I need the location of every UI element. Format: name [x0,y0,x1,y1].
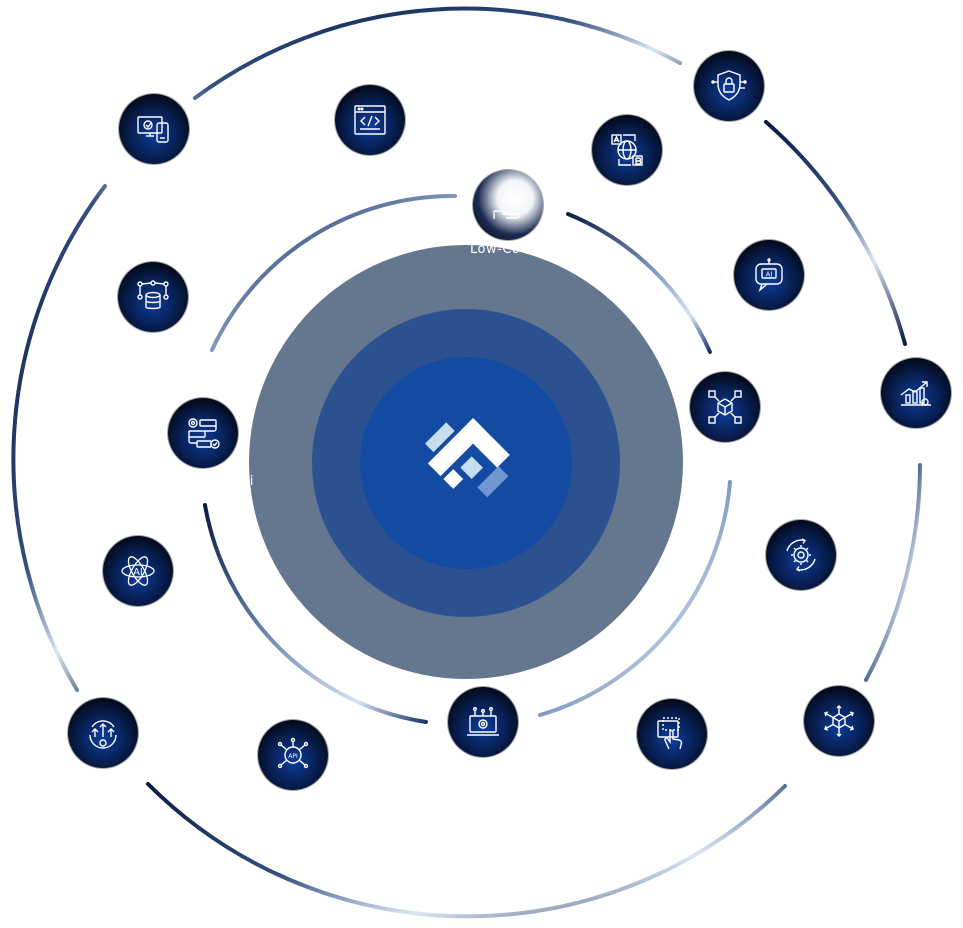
node-data-network[interactable] [118,262,188,332]
node-upgrade-cycle[interactable] [68,698,138,768]
inner-ring-arc [210,193,457,352]
workflow-automation-icon [188,418,220,449]
node-monitor-mobile-check[interactable] [119,94,189,164]
code-window-icon [354,105,386,135]
module-network-icon [708,390,742,424]
laptop-circuit-gear-icon [467,707,499,736]
monitor-mobile-check-icon [137,116,169,143]
node-workflow-automation[interactable] [168,398,238,468]
svg-text:API: API [288,753,298,760]
node-scalable-cube[interactable] [804,686,874,756]
node-ai-chat-bot[interactable]: AI [734,240,804,310]
node-touch-screen[interactable] [637,699,707,769]
node-ai-atom[interactable]: AI [103,536,173,606]
gear-cycle-icon [786,538,816,572]
node-module-network[interactable] [690,372,760,442]
node-gear-cycle[interactable] [766,520,836,590]
outer-ring-arc [764,120,907,346]
analytics-growth-gear-icon [900,381,931,406]
touch-screen-icon [657,717,683,750]
outer-ring-arc [146,782,787,919]
inner-ring-arc [538,480,732,717]
low-code-hand-gear-icon [493,193,520,219]
svg-text:AI: AI [133,567,143,578]
node-analytics-growth[interactable] [881,358,951,428]
scalable-cube-icon [824,705,854,737]
node-laptop-circuit[interactable] [448,687,518,757]
node-api-integration[interactable]: API [258,720,328,790]
security-shield-lock-icon [711,70,747,101]
node-translate-globe[interactable] [592,115,662,185]
central-hub [249,245,683,679]
brand-logo-icon [424,418,510,498]
outer-ring-arc [864,463,923,682]
ai-chat-bot-icon: AI [755,258,783,293]
inner-ring-arc [566,212,712,354]
node-workflow-label: hi [241,474,254,489]
outer-ring-arc [193,6,682,100]
node-security-shield[interactable] [694,51,764,121]
node-code-window[interactable] [335,85,405,155]
node-low-code-label: Low-Co [470,242,521,257]
inner-ring-arc [203,503,428,724]
upgrade-cycle-icon [89,720,117,749]
data-network-database-icon [137,280,169,310]
api-integration-icon: API [277,737,309,769]
translate-globe-icon [611,134,643,166]
node-low-code[interactable] [473,170,543,240]
svg-text:AI: AI [766,271,773,279]
outer-ring-arc [11,184,107,692]
ai-atom-icon: AI [121,556,155,586]
